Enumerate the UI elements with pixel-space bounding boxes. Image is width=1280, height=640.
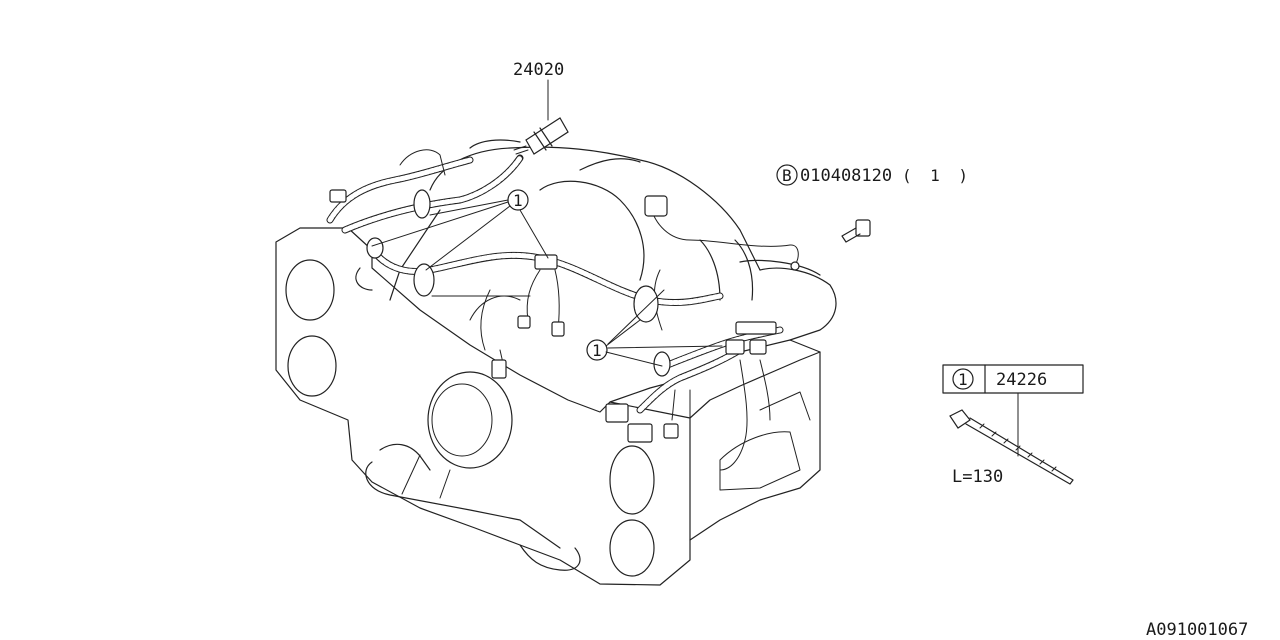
sensor-connector-24020-drawing bbox=[513, 117, 569, 155]
bolt-drawing bbox=[841, 219, 871, 243]
engine-block-drawing bbox=[275, 139, 837, 586]
legend-part-number: 24226 bbox=[996, 370, 1047, 390]
callout-1-top-label: 1 bbox=[513, 191, 523, 210]
legend-box bbox=[942, 364, 1084, 394]
callout-1-top-leaders bbox=[371, 199, 549, 297]
diagram-id: A091001067 bbox=[1146, 620, 1248, 640]
wiring-harness-drawing bbox=[326, 149, 800, 471]
bolt-circle-letter: B bbox=[782, 166, 792, 185]
cable-tie-drawing bbox=[949, 409, 1074, 485]
part-number-24020: 24020 bbox=[513, 60, 564, 80]
legend-callout-number: 1 bbox=[958, 370, 968, 389]
callout-1-lower-leaders bbox=[605, 289, 723, 367]
callout-1-lower-circle bbox=[586, 339, 608, 361]
callout-1-top-circle bbox=[507, 189, 529, 211]
bolt-part-number: 010408120 bbox=[800, 166, 892, 186]
bolt-circle-marker bbox=[776, 164, 798, 186]
bolt-quantity: ( 1 ) bbox=[902, 166, 968, 185]
tie-length-label: L=130 bbox=[952, 467, 1003, 487]
callout-1-lower-label: 1 bbox=[592, 341, 602, 360]
